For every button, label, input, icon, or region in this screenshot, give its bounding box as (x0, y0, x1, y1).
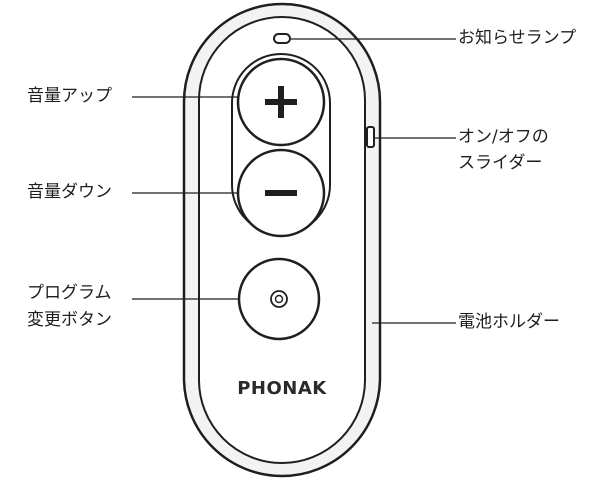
program-change-button[interactable] (237, 257, 321, 341)
callout-program-button-line1: プログラム (27, 283, 112, 303)
callout-battery-holder: 電池ホルダー (458, 312, 560, 332)
callout-on-off-slider-line1: オン/オフの (458, 127, 549, 147)
callout-program-button-line2: 変更ボタン (27, 310, 112, 330)
minus-icon (265, 190, 297, 196)
indicator-lamp (273, 33, 291, 44)
volume-up-button[interactable] (236, 57, 326, 147)
callout-indicator-lamp: お知らせランプ (458, 28, 577, 48)
callout-volume-down: 音量ダウン (27, 182, 112, 202)
on-off-slider[interactable] (366, 126, 375, 148)
leader-lines (132, 38, 456, 324)
callout-volume-up: 音量アップ (27, 86, 112, 106)
volume-down-button[interactable] (236, 148, 326, 238)
brand-logo: PHONAK (237, 378, 327, 399)
callout-on-off-slider-line2: スライダー (458, 153, 543, 173)
